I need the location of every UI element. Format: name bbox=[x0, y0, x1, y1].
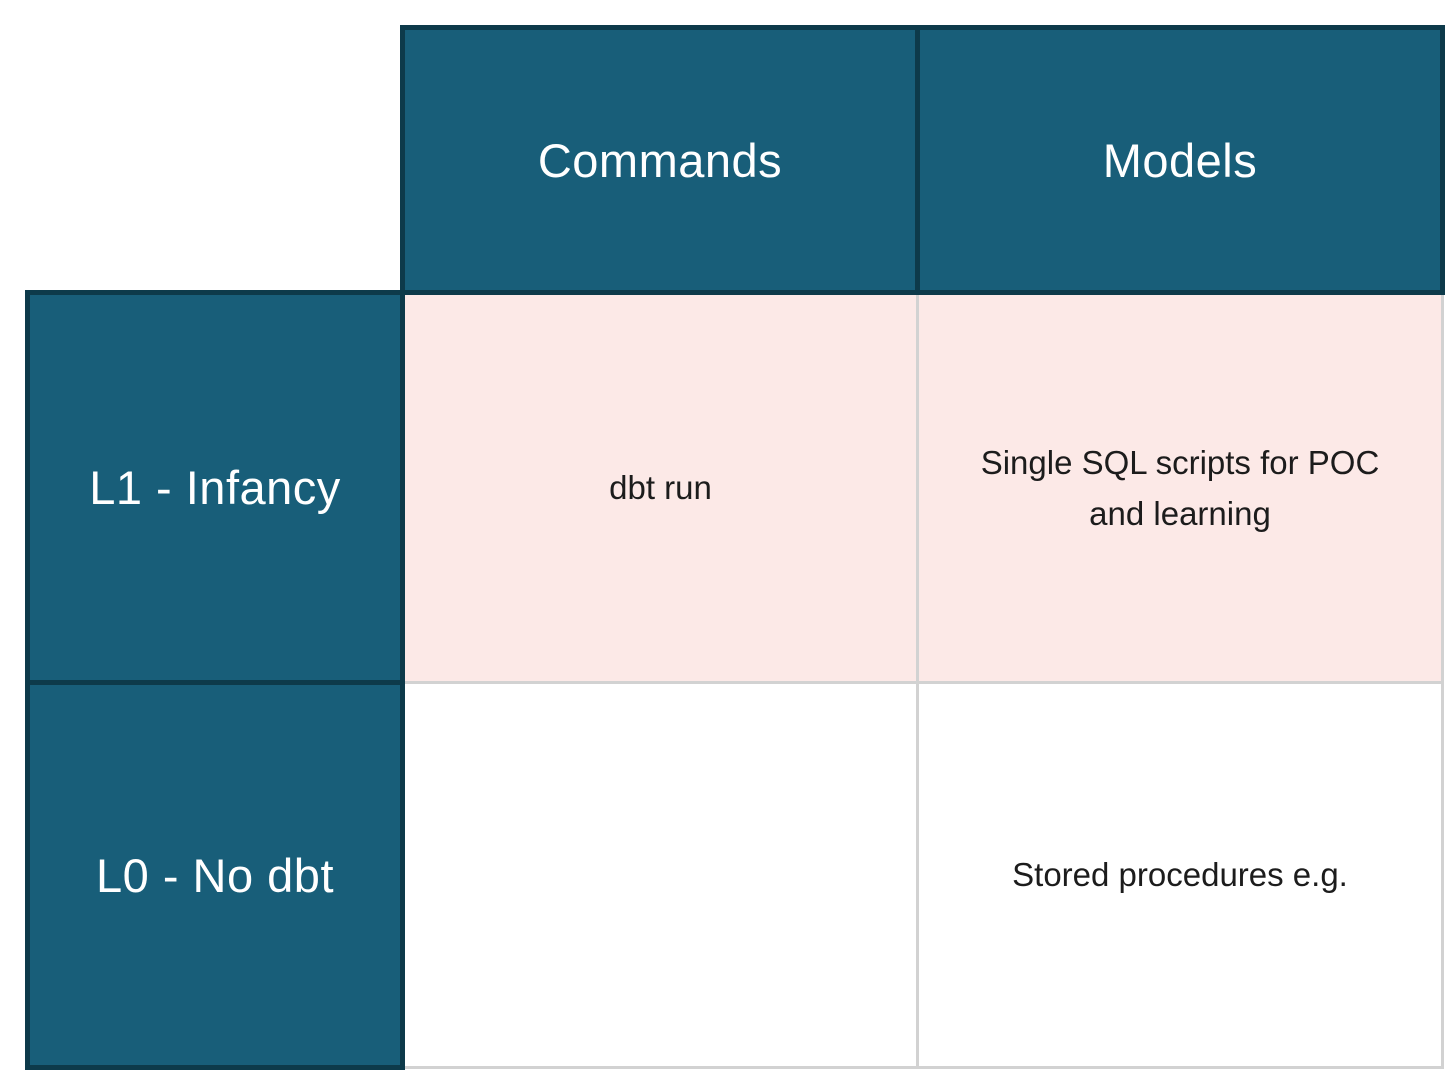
maturity-matrix-table: Commands Models L1 - Infancy dbt run Sin… bbox=[25, 25, 1445, 1070]
cell-l0-models: Stored procedures e.g. bbox=[916, 681, 1444, 1069]
row-header-l1-infancy: L1 - Infancy bbox=[25, 290, 405, 685]
cell-l1-models: Single SQL scripts for POC and learning bbox=[916, 291, 1444, 684]
row-header-l0-no-dbt: L0 - No dbt bbox=[25, 680, 405, 1070]
corner-spacer bbox=[27, 27, 403, 293]
column-header-models: Models bbox=[915, 25, 1445, 295]
column-header-commands: Commands bbox=[400, 25, 920, 295]
cell-l1-commands: dbt run bbox=[401, 291, 919, 684]
cell-l0-commands bbox=[401, 681, 919, 1069]
